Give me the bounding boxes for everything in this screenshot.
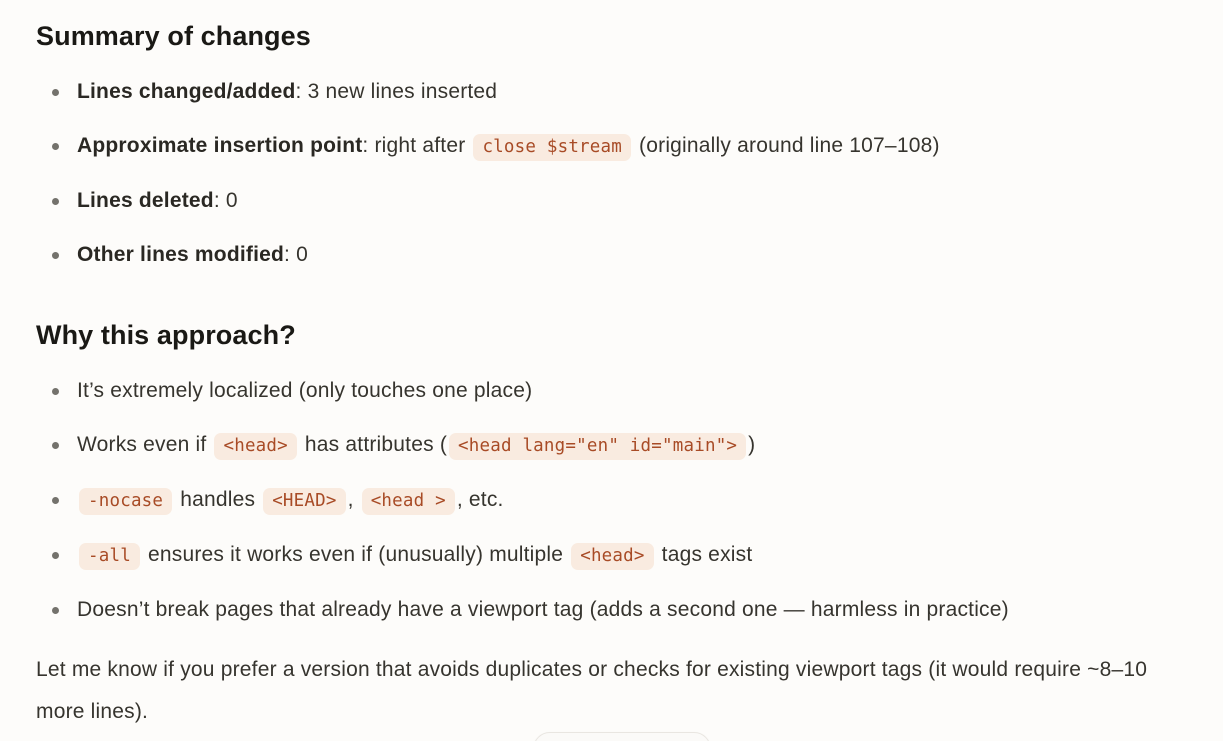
- list-item: Doesn’t break pages that already have a …: [36, 594, 1171, 626]
- text-segment: Doesn’t break pages that already have a …: [77, 598, 1009, 621]
- inline-code: <head >: [361, 488, 455, 515]
- text-segment: (originally around line 107–108): [633, 134, 940, 157]
- text-segment: ): [748, 433, 756, 456]
- inline-code: <head lang="en" id="main">: [449, 433, 747, 460]
- section-heading-summary-of-changes: Summary of changes: [36, 21, 311, 51]
- list-item: Lines deleted: 0: [36, 185, 1171, 217]
- text-segment: : 3 new lines inserted: [295, 80, 498, 103]
- approach-list: It’s extremely localized (only touches o…: [36, 375, 1171, 626]
- text-segment: Lines changed/added: [77, 80, 296, 103]
- list-item: Approximate insertion point: right after…: [36, 130, 1171, 163]
- list-item: -nocase handles <HEAD>, <head >, etc.: [36, 484, 1171, 517]
- text-segment: Works even if: [77, 433, 213, 456]
- text-segment: : 0: [284, 243, 308, 266]
- inline-code: -nocase: [79, 488, 173, 515]
- list-item: Other lines modified: 0: [36, 239, 1171, 271]
- text-segment: Approximate insertion point: [77, 134, 363, 157]
- inline-code: <HEAD>: [263, 488, 346, 515]
- text-segment: tags exist: [655, 543, 753, 566]
- text-segment: ensures it works even if (unusually) mul…: [141, 543, 570, 566]
- text-segment: Other lines modified: [77, 243, 285, 266]
- inline-code: -all: [79, 543, 140, 570]
- text-segment: ,: [347, 488, 360, 511]
- list-item: It’s extremely localized (only touches o…: [36, 375, 1171, 407]
- section-heading-why-this-approach: Why this approach?: [36, 320, 296, 350]
- summary-list: Lines changed/added: 3 new lines inserte…: [36, 76, 1171, 271]
- list-item: -all ensures it works even if (unusually…: [36, 539, 1171, 572]
- inline-code: <head>: [214, 433, 297, 460]
- text-segment: has attributes (: [298, 433, 448, 456]
- list-item: Works even if <head> has attributes (<he…: [36, 429, 1171, 462]
- inline-code: close $stream: [473, 134, 632, 161]
- text-segment: It’s extremely localized (only touches o…: [77, 379, 533, 402]
- list-item: Lines changed/added: 3 new lines inserte…: [36, 76, 1171, 108]
- closing-paragraph: Let me know if you prefer a version that…: [36, 658, 1148, 723]
- text-segment: Lines deleted: [77, 189, 214, 212]
- text-segment: : 0: [213, 189, 238, 212]
- text-segment: : right after: [362, 134, 472, 157]
- text-segment: , etc.: [456, 488, 504, 511]
- text-segment: handles: [174, 488, 262, 511]
- inline-code: <head>: [571, 543, 654, 570]
- scroll-to-bottom-chip[interactable]: [533, 732, 711, 741]
